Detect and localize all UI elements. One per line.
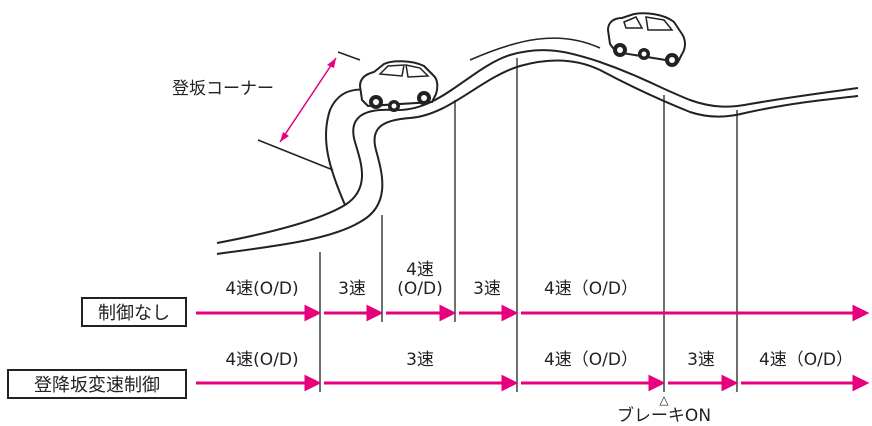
row1-arrows	[196, 304, 870, 322]
dimension-leader-bottom	[257, 139, 334, 171]
row2-seg5-label: 4速（O/D）	[759, 350, 853, 370]
dimension-arrow	[279, 57, 337, 143]
row1-seg1-label: 4速(O/D)	[225, 279, 298, 299]
road-edge-upper	[216, 59, 859, 255]
row-label-box-slope-control	[7, 369, 187, 399]
slope-corner-label: 登坂コーナー	[172, 79, 274, 99]
road-crest-line	[469, 37, 601, 61]
row1-seg3-label-line2: (O/D)	[397, 279, 442, 299]
row-label-slope-control: 登降坂変速制御	[34, 375, 160, 396]
brake-marker-triangle: △	[659, 393, 669, 407]
row2-seg1-label: 4速(O/D)	[225, 350, 298, 370]
row1-seg3-label-line1: 4速	[406, 260, 434, 280]
dimension-arrowhead-top	[327, 58, 336, 68]
row1-seg2-label: 3速	[338, 279, 366, 299]
row2-seg3-label: 4速（O/D）	[544, 350, 638, 370]
car-on-descent	[606, 12, 686, 67]
row-label-box-without-control	[81, 297, 187, 327]
row2-seg4-label: 3速	[687, 350, 715, 370]
row2-seg2-label: 3速	[406, 350, 434, 370]
row2-arrows	[196, 374, 870, 392]
row1-seg4-label: 3速	[473, 279, 501, 299]
brake-on-label: ブレーキON	[617, 405, 711, 426]
dimension-leader-top	[337, 51, 361, 61]
row-label-without-control: 制御なし	[98, 303, 170, 324]
road-corner-curve	[324, 88, 369, 206]
dimension-arrowhead-bottom	[280, 132, 289, 142]
road-edge-lower	[216, 49, 859, 244]
row1-seg5-label: 4速（O/D）	[544, 279, 638, 299]
car-on-corner	[358, 60, 439, 112]
